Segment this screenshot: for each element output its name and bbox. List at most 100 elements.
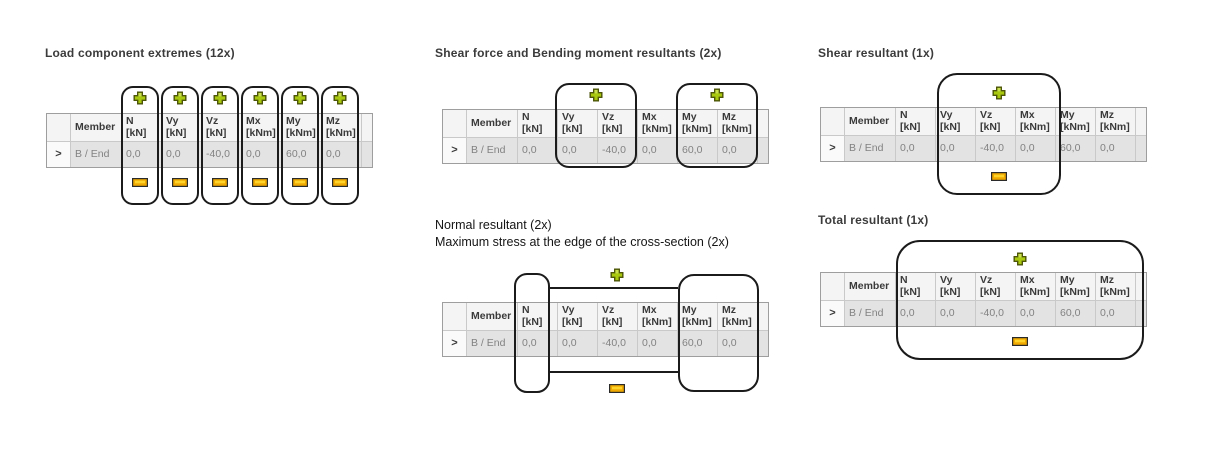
column-name: My <box>1060 109 1075 121</box>
column-name: N <box>900 274 908 286</box>
cell-N: 0,0 <box>122 142 162 167</box>
connector-line <box>550 287 678 289</box>
expander-header-cell <box>47 114 71 142</box>
row-expander[interactable]: > <box>443 138 467 163</box>
row-expander[interactable]: > <box>821 301 845 326</box>
column-unit: [kNm] <box>246 126 276 139</box>
header-Vz: Vz[kN] <box>976 273 1016 301</box>
cell-Vz: -40,0 <box>202 142 242 167</box>
column-name: Vy <box>940 109 953 121</box>
row-expander[interactable]: > <box>821 136 845 161</box>
column-unit: [kN] <box>166 126 187 139</box>
minus-icon <box>609 384 626 394</box>
header-Mx: Mx[kNm] <box>1016 108 1056 136</box>
member-cell: B / End <box>71 142 122 167</box>
header-Vy: Vy[kN] <box>936 108 976 136</box>
header-Vz: Vz[kN] <box>976 108 1016 136</box>
column-unit: [kN] <box>940 285 961 298</box>
member-cell: B / End <box>845 136 896 161</box>
minus-icon <box>292 178 309 188</box>
column-unit: [kNm] <box>1020 120 1050 133</box>
column-unit: [kNm] <box>682 315 712 328</box>
cell-Vz: -40,0 <box>598 138 638 163</box>
expander-header-cell <box>821 273 845 301</box>
column-name: Mz <box>722 111 736 123</box>
column-unit: [kN] <box>980 285 1001 298</box>
cell-My: 60,0 <box>1056 301 1096 326</box>
column-name: Vz <box>206 115 219 127</box>
header-Mz: Mz[kNm] <box>322 114 362 142</box>
column-unit: [kNm] <box>326 126 356 139</box>
stub-cell <box>1136 108 1146 136</box>
cell-Mz: 0,0 <box>1096 301 1136 326</box>
cell-My: 60,0 <box>678 331 718 356</box>
header-Vz: Vz[kN] <box>202 114 242 142</box>
member-header-cell: Member <box>71 114 122 142</box>
stub-cell <box>1136 273 1146 301</box>
column-unit: [kNm] <box>722 315 752 328</box>
section-title-shear-bending: Shear force and Bending moment resultant… <box>435 46 722 60</box>
column-unit: [kN] <box>602 315 623 328</box>
cell-N: 0,0 <box>896 136 936 161</box>
header-Mx: Mx[kNm] <box>638 303 678 331</box>
cell-Vy: 0,0 <box>162 142 202 167</box>
cell-N: 0,0 <box>518 331 558 356</box>
section-title-normal-resultant: Normal resultant (2x) <box>435 218 552 232</box>
cell-Vz: -40,0 <box>598 331 638 356</box>
column-name: N <box>900 109 908 121</box>
row-expander[interactable]: > <box>47 142 71 167</box>
header-Vz: Vz[kN] <box>598 110 638 138</box>
plus-icon <box>133 91 147 105</box>
column-unit: [kNm] <box>1100 120 1130 133</box>
member-header-cell: Member <box>467 110 518 138</box>
column-unit: [kNm] <box>1020 285 1050 298</box>
header-Vz: Vz[kN] <box>598 303 638 331</box>
cell-Vy: 0,0 <box>936 301 976 326</box>
section-title-load-extremes: Load component extremes (12x) <box>45 46 235 60</box>
column-unit: [kN] <box>126 126 147 139</box>
plus-icon <box>333 91 347 105</box>
column-unit: [kN] <box>522 315 543 328</box>
column-name: Mz <box>1100 274 1114 286</box>
cell-Mx: 0,0 <box>242 142 282 167</box>
column-unit: [kNm] <box>1100 285 1130 298</box>
column-name: My <box>682 304 697 316</box>
member-cell: B / End <box>467 331 518 356</box>
stub-cell <box>758 110 768 138</box>
header-My: My[kNm] <box>678 110 718 138</box>
cell-Vy: 0,0 <box>558 138 598 163</box>
header-Mx: Mx[kNm] <box>242 114 282 142</box>
column-name: Mx <box>642 111 657 123</box>
column-unit: [kNm] <box>642 122 672 135</box>
minus-icon <box>132 178 149 188</box>
column-unit: [kNm] <box>722 122 752 135</box>
column-name: My <box>682 111 697 123</box>
cell-Vz: -40,0 <box>976 301 1016 326</box>
header-Mz: Mz[kNm] <box>718 303 758 331</box>
minus-icon <box>172 178 189 188</box>
cell-Mz: 0,0 <box>718 138 758 163</box>
header-My: My[kNm] <box>678 303 718 331</box>
column-unit: [kN] <box>940 120 961 133</box>
header-Mz: Mz[kNm] <box>1096 108 1136 136</box>
stub-cell <box>1136 301 1146 326</box>
minus-icon <box>252 178 269 188</box>
row-expander[interactable]: > <box>443 331 467 356</box>
cell-N: 0,0 <box>518 138 558 163</box>
header-Mz: Mz[kNm] <box>718 110 758 138</box>
header-N: N[kN] <box>122 114 162 142</box>
plus-icon <box>1013 252 1027 266</box>
header-N: N[kN] <box>896 273 936 301</box>
